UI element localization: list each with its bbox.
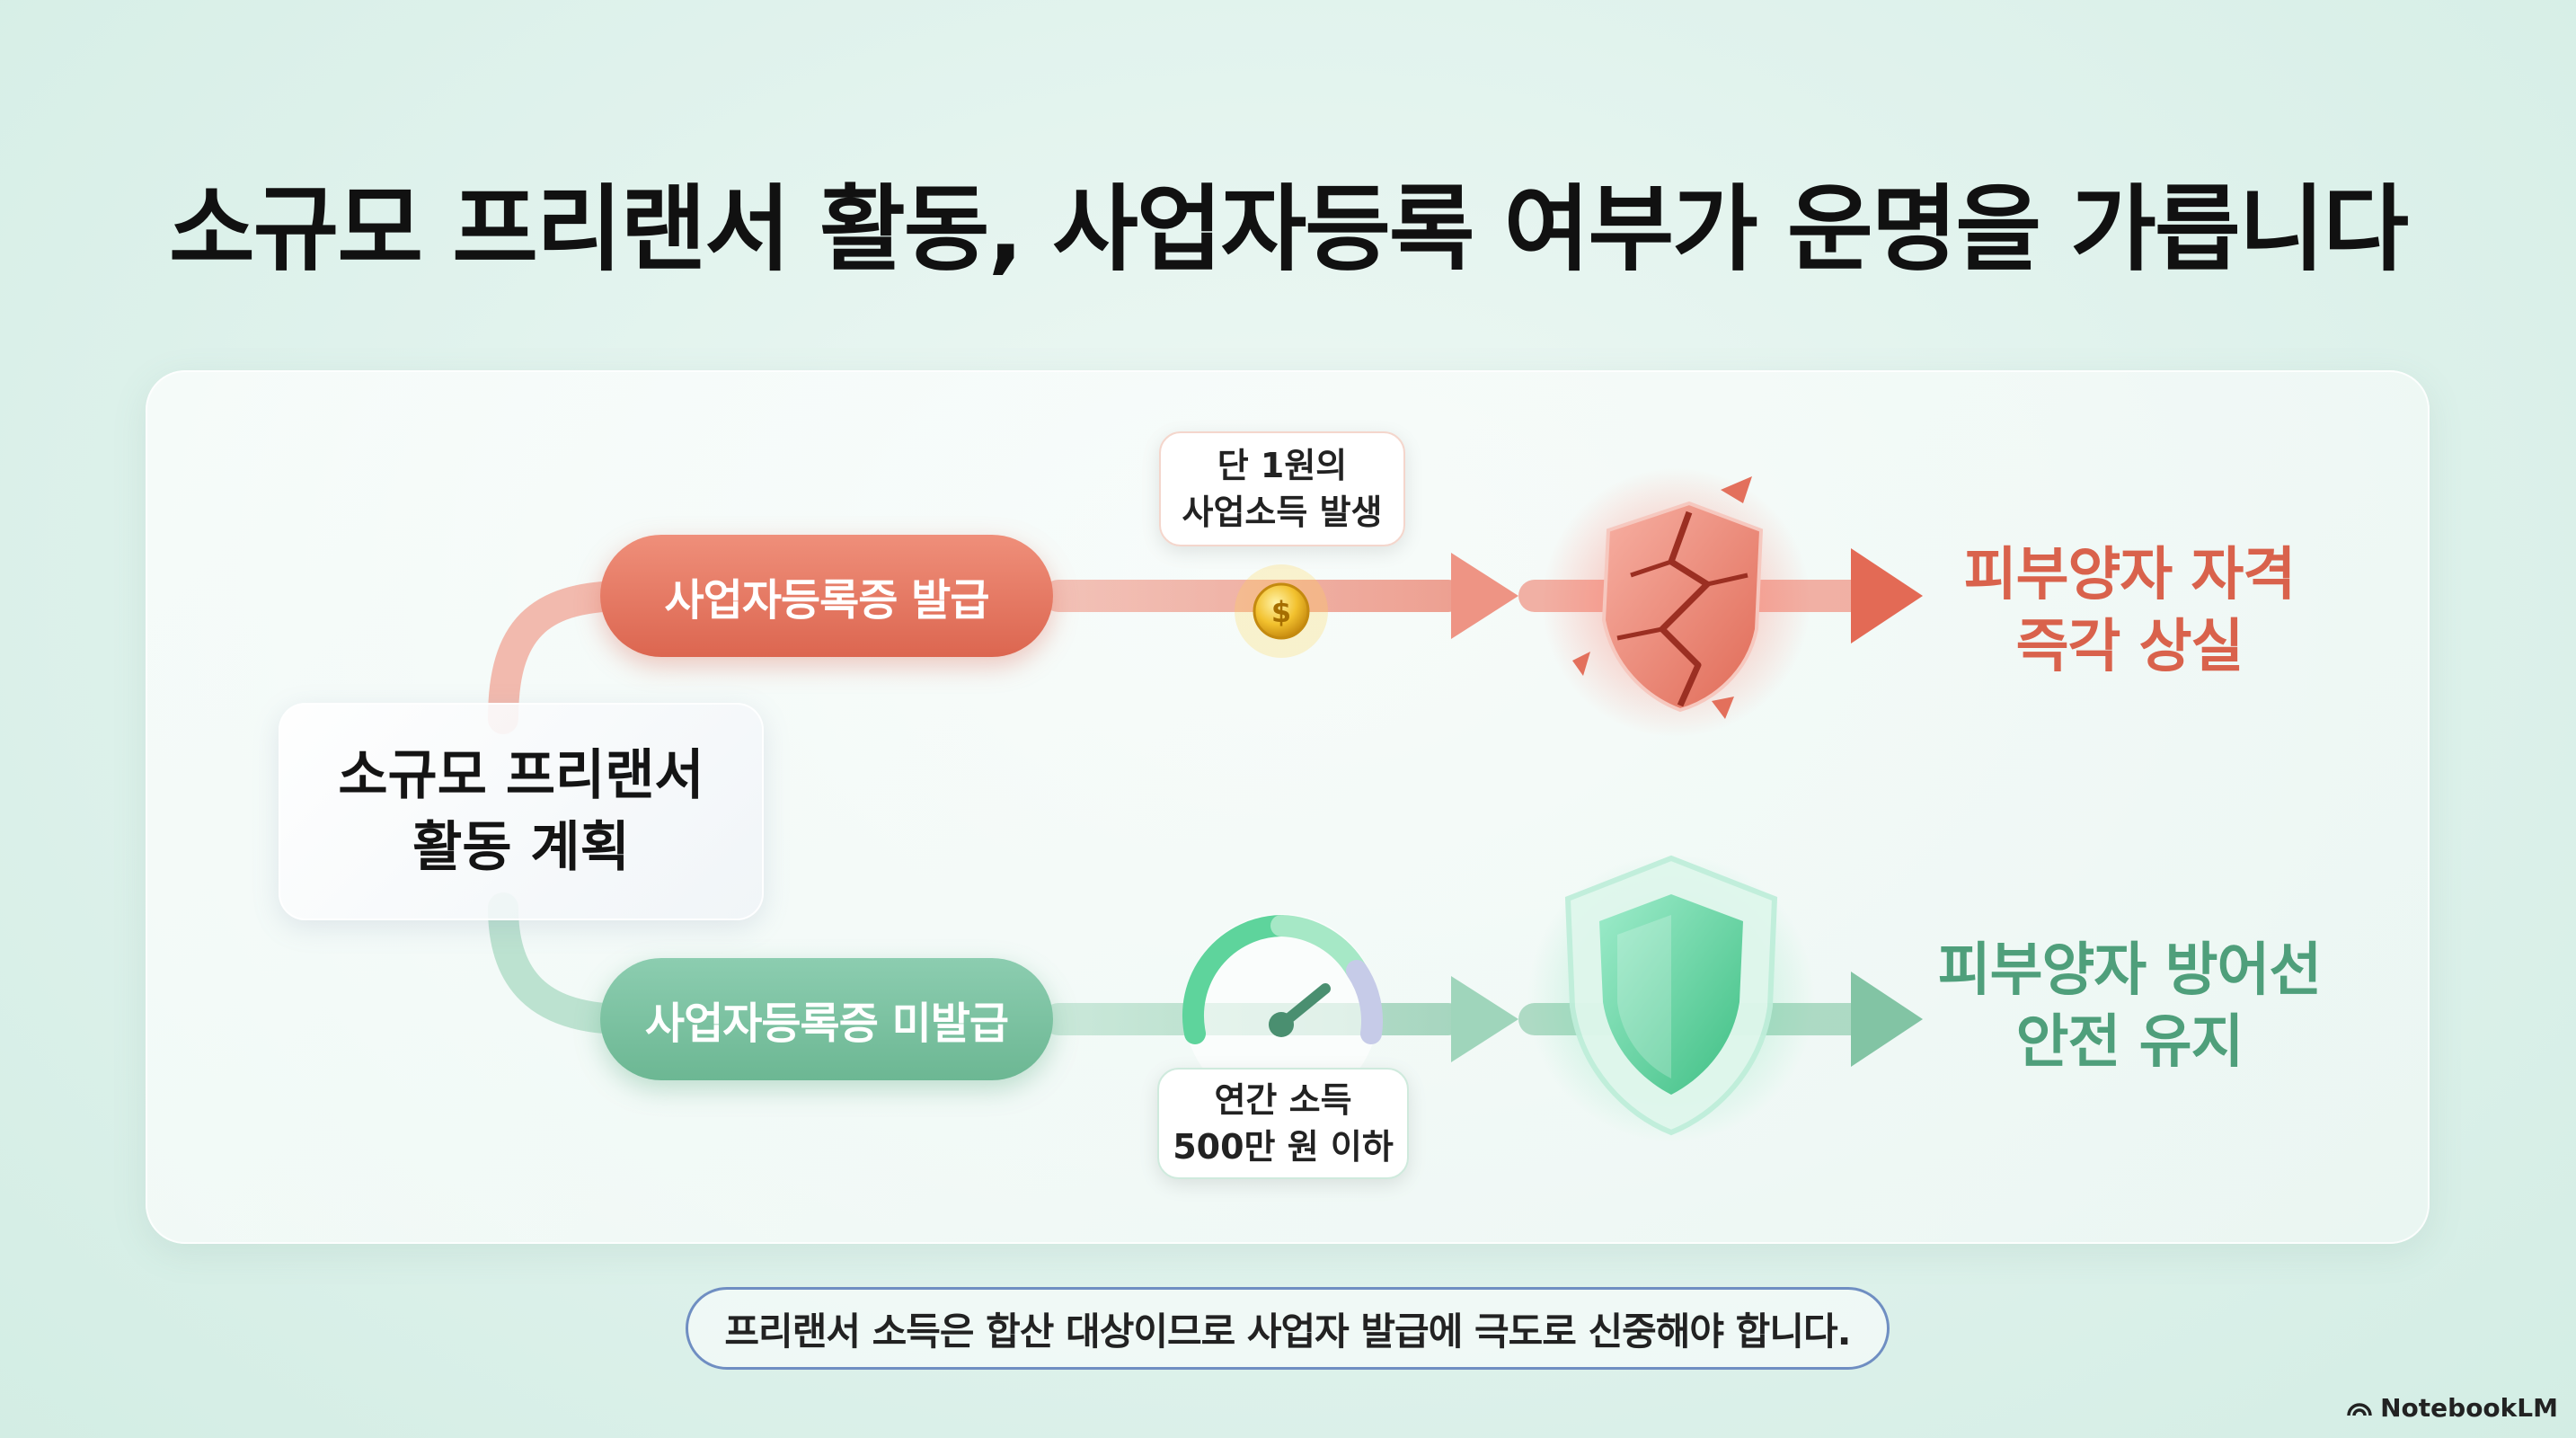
outcome-bottom-line1: 피부양자 방어선 [1937, 937, 2322, 1004]
page-title: 소규모 프리랜서 활동, 사업자등록 여부가 운명을 가릅니다 [168, 174, 2409, 284]
gauge-icon [1182, 914, 1383, 1108]
outcome-bottom-line2: 안전 유지 [2015, 1009, 2244, 1076]
broken-shield-icon [1541, 467, 1810, 737]
svg-text:$: $ [1271, 595, 1291, 629]
brand-name: NotebookLM [2380, 1392, 2558, 1423]
start-node-line1: 소규모 프리랜서 [338, 744, 704, 807]
coin-icon: $ [1235, 564, 1328, 658]
branch-top-label: 사업자등록증 발급 [600, 535, 1053, 657]
callout-top: 단 1원의 사업소득 발생 [1159, 431, 1405, 546]
callout-top-line1: 단 1원의 [1217, 446, 1348, 485]
outcome-top-line1: 피부양자 자격 [1963, 542, 2297, 608]
brand-watermark: NotebookLM [2346, 1389, 2558, 1425]
outcome-bottom: 피부양자 방어선 안전 유지 [1914, 935, 2345, 1078]
outcome-top-line2: 즉각 상실 [2015, 614, 2244, 680]
connector-top [488, 581, 635, 734]
start-node-line2: 활동 계획 [412, 816, 630, 879]
footer-note: 프리랜서 소득은 합산 대상이므로 사업자 발급에 극도로 신중해야 합니다. [686, 1287, 1890, 1370]
callout-top-line2: 사업소득 발생 [1182, 493, 1383, 532]
connector-bottom [488, 892, 635, 1034]
callout-bottom: 연간 소득 500만 원 이하 [1157, 1068, 1409, 1179]
shield-icon [1527, 854, 1815, 1141]
callout-bottom-line2: 500만 원 이하 [1173, 1127, 1394, 1167]
start-node: 소규모 프리랜서 활동 계획 [279, 703, 764, 920]
branch-bottom-label: 사업자등록증 미발급 [600, 958, 1053, 1080]
outcome-top: 피부양자 자격 즉각 상실 [1932, 539, 2327, 683]
notebooklm-logo-icon [2347, 1403, 2372, 1416]
callout-bottom-line1: 연간 소득 [1214, 1080, 1352, 1120]
